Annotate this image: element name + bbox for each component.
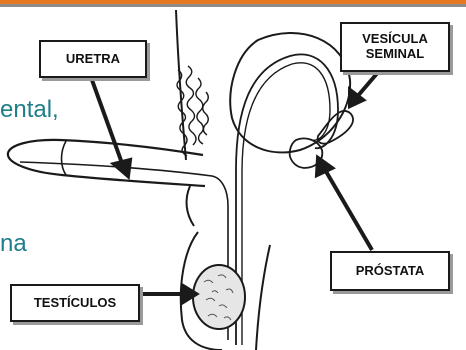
uretra-arrow [92,80,123,166]
vas-deferens [236,54,338,345]
prostata-arrow [324,168,372,250]
prostata-arrowhead [317,158,332,175]
glans-line [62,141,67,175]
pubic-hair [177,66,208,156]
label-vesicula-seminal: VESÍCULA SEMINAL [340,22,450,72]
leg-contour [256,245,270,350]
vesicula-arrow [356,70,380,98]
label-prostata: PRÓSTATA [330,251,450,291]
leg-contour-2 [187,186,194,226]
uretra-arrowhead [114,160,130,176]
label-uretra: URETRA [39,40,147,78]
label-testiculos: TESTÍCULOS [10,284,140,322]
vas-deferens-inner [242,63,330,345]
testicle [193,265,245,329]
